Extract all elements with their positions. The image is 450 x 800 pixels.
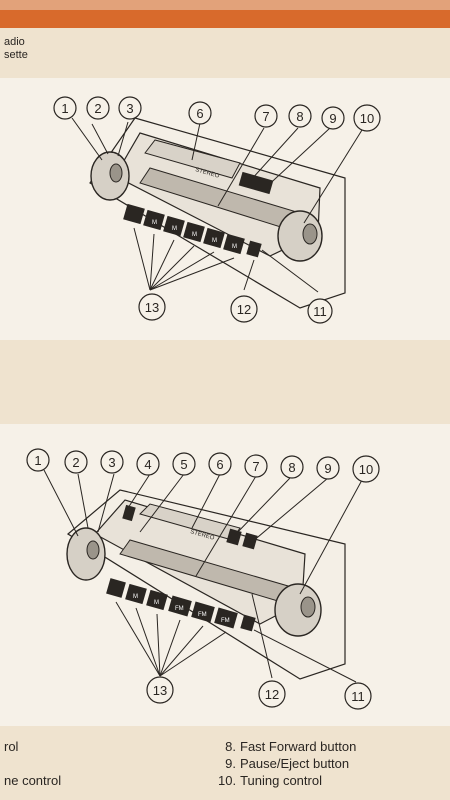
volume-knob [66,527,106,581]
button-label: M [232,244,237,250]
callout-label: 12 [265,687,279,702]
button-label: FM [221,618,230,624]
legend-item: 9. Pause/Eject button [218,755,356,772]
legend-text: Fast Forward button [240,739,357,754]
callout-label: 8 [288,460,295,475]
heading-line-2: sette [4,49,28,61]
section-heading: adio sette [4,36,28,62]
callout-label: 11 [351,689,365,704]
callout-label: 4 [144,457,151,472]
button-label: M [152,220,157,226]
leader-lines [43,469,363,683]
tuning-knob [277,210,323,262]
callout-label: 8 [296,109,303,124]
callouts: 1 2 3 4 5 6 7 8 9 10 13 12 11 [26,448,380,710]
header-stripe [0,10,450,28]
legend-number: 10. [218,773,237,788]
preset-button [146,589,168,611]
tuning-knob-center [302,223,318,245]
legend-item: 8. Fast Forward button [218,738,356,755]
callout-label: 1 [61,101,68,116]
legend-text: Tuning control [240,773,322,788]
pause-eject-button [242,532,258,550]
legend-number: 9. [225,756,236,771]
button-label: FM [175,606,184,612]
display-window [139,503,241,541]
preset-button [123,203,145,225]
preset-buttons: M M M M M [123,203,262,258]
button-label: M [133,594,138,600]
radio-diagram-2-svg: STEREO M M FM FM FM [26,448,380,710]
preset-buttons: M M FM FM FM [106,578,256,632]
preset-button [183,221,205,243]
tuning-knob-center [300,596,316,618]
legend-right: 8. Fast Forward button 9. Pause/Eject butt… [218,738,356,789]
radio-diagram-1: STEREO M M M M M [0,78,450,340]
fast-forward-button [226,528,242,546]
callout-label: 10 [359,462,373,477]
orange-header-bar [0,0,450,28]
preset-button [143,209,165,231]
callout-label: 13 [153,683,167,698]
legend-item: rol [4,739,19,754]
callouts: 1 2 3 6 7 8 9 10 13 12 11 [53,96,381,324]
preset-button [168,595,192,617]
callout-label: 2 [72,455,79,470]
callout-label: 7 [252,459,259,474]
callout-label: 13 [145,300,159,315]
preset-button [125,583,147,605]
callout-label: 1 [34,453,41,468]
button-label: FM [198,612,207,618]
callout-label: 2 [94,101,101,116]
radio-diagram-2: STEREO M M FM FM FM [0,424,450,726]
leader-lines [71,117,363,293]
legend-left: rol ne control [4,738,61,789]
heading-line-1: adio [4,36,25,48]
callout-label: 3 [108,455,115,470]
preset-button-small [246,240,262,258]
preset-button [191,601,215,623]
callout-label: 7 [262,109,269,124]
legend-item: ne control [4,773,62,788]
callout-label: 12 [237,302,251,317]
button-label: M [172,226,177,232]
callout-label: 3 [126,101,133,116]
callout-label: 10 [360,111,374,126]
callout-label: 6 [216,457,223,472]
callout-label: 6 [196,106,203,121]
callout-label: 9 [324,461,331,476]
legend-text: Pause/Eject button [240,756,350,771]
callout-label: 5 [180,457,187,472]
legend-item: 10.Tuning control [218,772,356,789]
radio-diagram-1-svg: STEREO M M M M M [53,96,381,324]
button-label: M [212,238,217,244]
preset-button-small [240,614,256,632]
callout-label: 9 [329,111,336,126]
slider-control [122,504,136,522]
legend-number: 8. [225,739,236,754]
volume-knob-center [86,540,100,560]
preset-button [223,233,245,255]
button-label: M [192,232,197,238]
volume-knob-center [109,163,123,183]
preset-button [203,227,225,249]
preset-button [163,215,185,237]
preset-button [106,578,126,598]
button-label: M [154,600,159,606]
preset-button [214,607,238,629]
callout-label: 11 [313,304,327,319]
